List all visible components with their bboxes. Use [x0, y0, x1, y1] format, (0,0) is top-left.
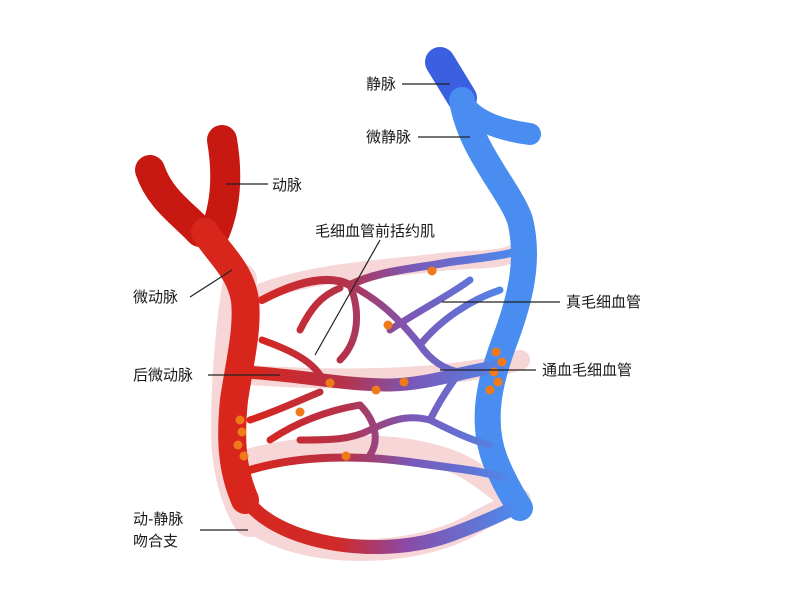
- capillary-network: [238, 246, 524, 482]
- vein-label: 静脉: [366, 75, 396, 93]
- leader-lines: [189, 83, 560, 531]
- venule-label: 微静脉: [366, 128, 411, 146]
- metarteriole-label: 后微动脉: [133, 366, 193, 384]
- thoroughfare-channel-label: 通血毛细血管: [542, 361, 632, 379]
- true-capillary-label: 真毛细血管: [566, 293, 641, 311]
- arteriole-label: 微动脉: [133, 288, 178, 306]
- av-anastomosis-vessel: [239, 493, 525, 555]
- artery-vessel: [135, 125, 260, 514]
- av-anastomosis-label-line1: 动-静脉: [133, 510, 183, 528]
- av-anastomosis-label-line2: 吻合支: [133, 532, 178, 550]
- vein-vessel: [425, 47, 541, 521]
- artery-label: 动脉: [272, 176, 302, 194]
- precapillary-sphincter-label: 毛细血管前括约肌: [315, 222, 435, 240]
